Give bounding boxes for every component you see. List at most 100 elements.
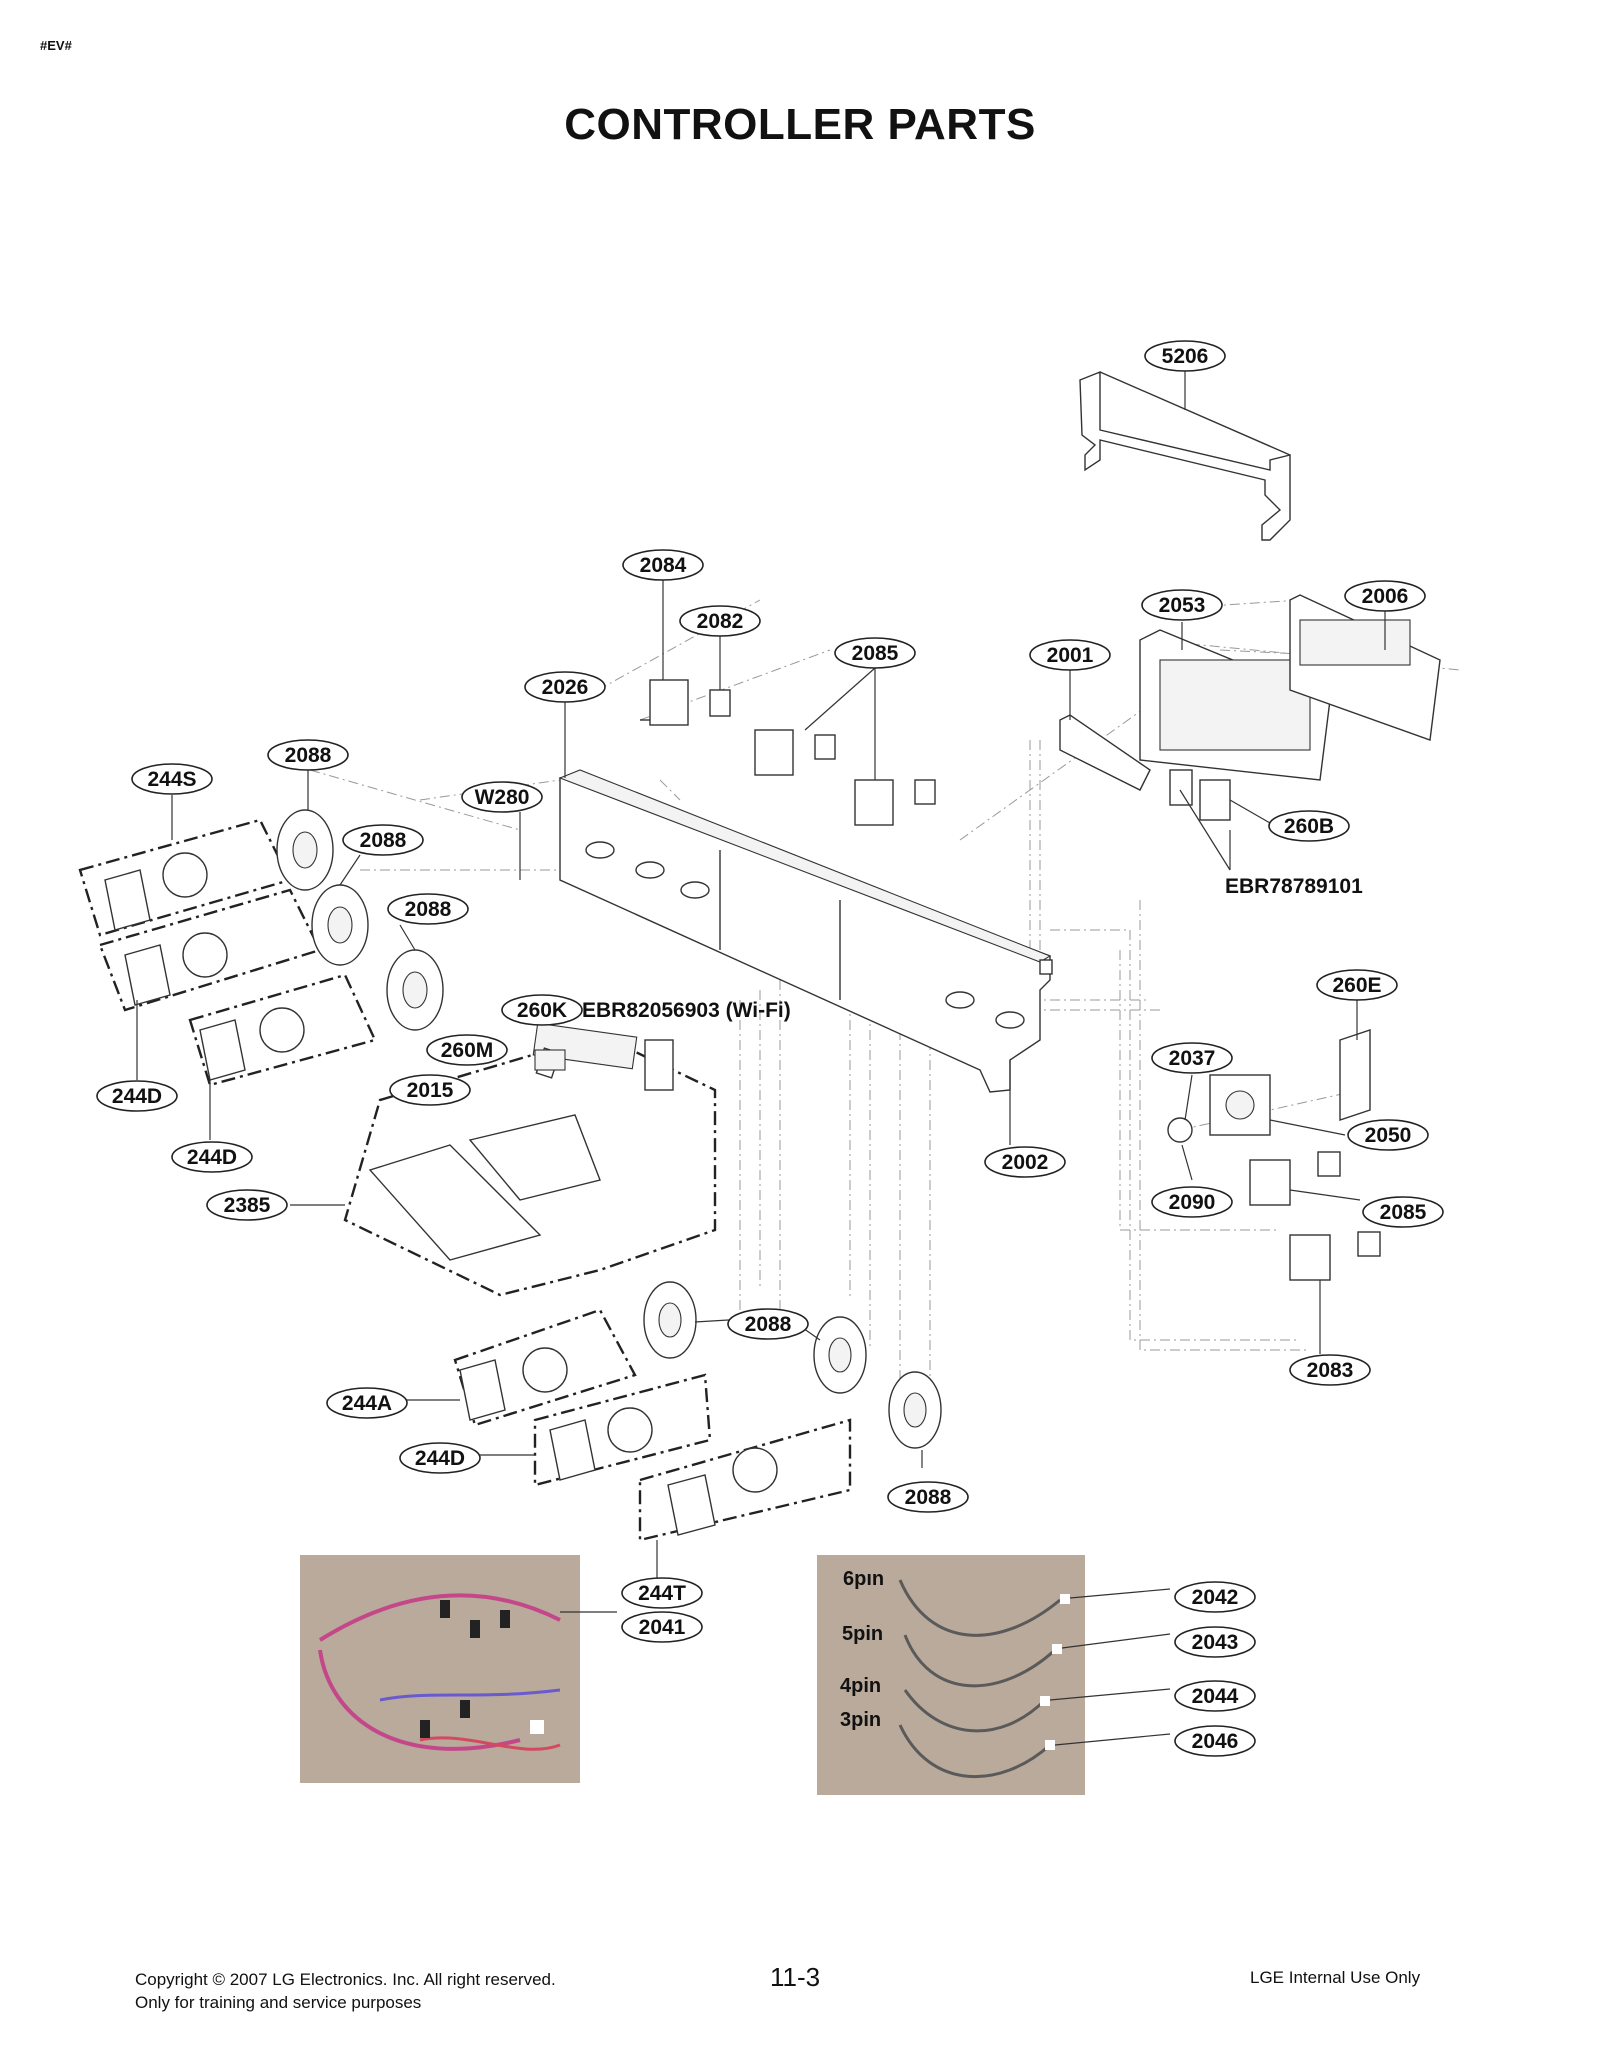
callout-2046: 2046 (1174, 1725, 1256, 1757)
switch-2085-lower (1249, 1151, 1341, 1206)
callout-2083: 2083 (1289, 1354, 1371, 1386)
svg-text:5206: 5206 (1162, 345, 1209, 368)
page-number: 11-3 (770, 1962, 821, 1992)
board-260E (1339, 1029, 1371, 1121)
callout-244D-a: 244D (96, 1080, 178, 1112)
bracket-2001 (1059, 714, 1151, 791)
callout-2042: 2042 (1174, 1581, 1256, 1613)
callout-W280: W280 (461, 781, 543, 813)
callout-2090: 2090 (1151, 1186, 1233, 1218)
callout-2053: 2053 (1141, 589, 1223, 621)
callout-2088-d: 2088 (727, 1308, 809, 1340)
knob-ring-2088-a (276, 809, 334, 891)
svg-text:2085: 2085 (1380, 1201, 1427, 1224)
footer-copyright: Copyright © 2007 LG Electronics. Inc. Al… (135, 1968, 556, 2014)
svg-text:2085: 2085 (852, 642, 899, 665)
callout-260K: 260K (501, 994, 583, 1026)
callout-244T: 244T (621, 1577, 703, 1609)
callout-244D-b: 244D (171, 1141, 253, 1173)
pin6-label: 6pın (843, 1568, 884, 1590)
knob-ring-2088-b (311, 884, 369, 966)
callout-2084: 2084 (622, 549, 704, 581)
knob-ring-2088-f (888, 1371, 942, 1449)
svg-text:2385: 2385 (224, 1194, 271, 1217)
harness-photo-2041 (300, 1555, 580, 1783)
svg-text:244S: 244S (147, 768, 196, 791)
callout-2026: 2026 (524, 671, 606, 703)
callout-2385: 2385 (206, 1189, 288, 1221)
svg-text:2026: 2026 (542, 676, 589, 699)
svg-text:260K: 260K (517, 999, 567, 1022)
callout-2088-e: 2088 (887, 1481, 969, 1513)
svg-text:260E: 260E (1332, 974, 1381, 997)
knob-group-244S (78, 818, 292, 937)
display-board-2006 (1289, 594, 1441, 741)
bracket-5206 (1079, 370, 1291, 541)
callout-2044: 2044 (1174, 1680, 1256, 1712)
part-number-main: EBR78789101 (1225, 875, 1363, 898)
svg-text:2002: 2002 (1002, 1151, 1049, 1174)
callout-2088-c: 2088 (387, 893, 469, 925)
svg-text:2041: 2041 (639, 1616, 686, 1639)
training-line: Only for training and service purposes (135, 1993, 422, 2012)
copyright-line: Copyright © 2007 LG Electronics. Inc. Al… (135, 1970, 556, 1989)
pin5-label: 5pin (842, 1623, 883, 1645)
callout-2085-upper: 2085 (834, 637, 916, 669)
svg-text:W280: W280 (475, 786, 530, 809)
callout-2002: 2002 (984, 1146, 1066, 1178)
svg-text:244D: 244D (415, 1447, 465, 1470)
wifi-module (644, 1039, 674, 1091)
page-title: CONTROLLER PARTS (564, 100, 1036, 149)
svg-text:2090: 2090 (1169, 1191, 1216, 1214)
callout-244D-c: 244D (399, 1442, 481, 1474)
svg-text:2088: 2088 (360, 829, 407, 852)
svg-text:260M: 260M (441, 1039, 494, 1062)
svg-text:2082: 2082 (697, 610, 744, 633)
svg-text:2088: 2088 (745, 1313, 792, 1336)
switch-2085-upper (754, 729, 936, 826)
callout-2085-lower: 2085 (1362, 1196, 1444, 1228)
knob-group-244T (638, 1418, 852, 1542)
knob-2037 (1167, 1117, 1193, 1143)
svg-text:260B: 260B (1284, 815, 1334, 838)
svg-text:2050: 2050 (1365, 1124, 1412, 1147)
pin4-label: 4pin (840, 1675, 881, 1697)
svg-text:244A: 244A (342, 1392, 392, 1415)
callout-244A: 244A (326, 1387, 408, 1419)
callout-244S: 244S (131, 763, 213, 795)
relay-260B (1169, 769, 1231, 821)
svg-text:2088: 2088 (405, 898, 452, 921)
internal-use-note: LGE Internal Use Only (1250, 1968, 1421, 1987)
pin-harness-photo: 6pın 5pin 4pin 3pin (817, 1555, 1085, 1795)
svg-text:2001: 2001 (1047, 644, 1094, 667)
callout-2001: 2001 (1029, 639, 1111, 671)
board-260K (534, 1049, 566, 1071)
svg-text:2042: 2042 (1192, 1586, 1239, 1609)
callout-2015: 2015 (389, 1074, 471, 1106)
svg-text:244D: 244D (187, 1146, 237, 1169)
callout-2050: 2050 (1347, 1119, 1429, 1151)
knob-group-244D-c (533, 1373, 712, 1487)
doc-tag: #EV# (40, 38, 72, 53)
switch-2083 (1289, 1231, 1381, 1281)
knob-group-244D-b (188, 973, 377, 1087)
touch-panel-group-2385 (343, 1022, 717, 1297)
callout-5206: 5206 (1144, 340, 1226, 372)
svg-text:244D: 244D (112, 1085, 162, 1108)
callout-2043: 2043 (1174, 1626, 1256, 1658)
svg-text:2044: 2044 (1192, 1685, 1239, 1708)
svg-text:2084: 2084 (640, 554, 687, 577)
leader-lines (136, 371, 1386, 1746)
motor-2050 (1209, 1074, 1271, 1136)
svg-text:2015: 2015 (407, 1079, 454, 1102)
callout-260M: 260M (426, 1034, 508, 1066)
display-housing-2053 (1139, 629, 1331, 781)
callout-2088-a: 2088 (267, 739, 349, 771)
svg-text:2088: 2088 (285, 744, 332, 767)
knob-ring-2088-d (643, 1281, 697, 1359)
console-panel-2002 (558, 769, 1053, 1093)
svg-text:2006: 2006 (1362, 585, 1409, 608)
svg-text:2043: 2043 (1192, 1631, 1239, 1654)
callout-260E: 260E (1316, 969, 1398, 1001)
